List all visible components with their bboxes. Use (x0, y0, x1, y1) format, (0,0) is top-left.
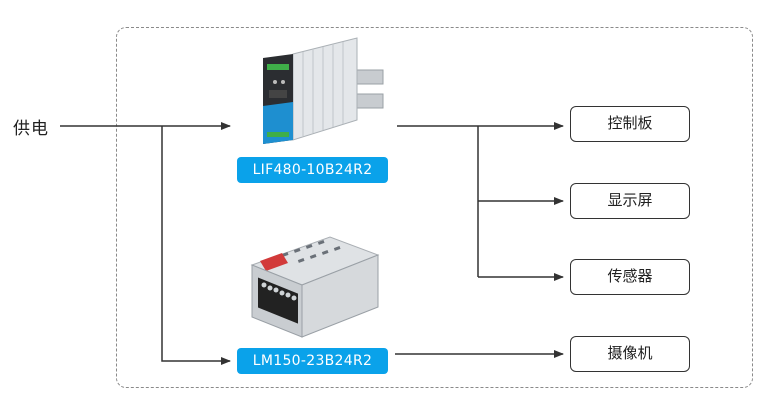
supply-label: 供电 (13, 119, 49, 139)
load-camera: 摄像机 (570, 336, 690, 372)
supply-to-lm-arrow (161, 126, 231, 365)
diagram-frame (116, 27, 753, 388)
din-rail-power-supply-image (263, 37, 384, 144)
load-display: 显示屏 (570, 183, 690, 219)
lif-model-badge: LIF480-10B24R2 (237, 157, 388, 183)
lm-model-badge: LM150-23B24R2 (237, 348, 388, 374)
load-control-board: 控制板 (570, 106, 690, 142)
load-sensor: 传感器 (570, 259, 690, 295)
enclosed-power-supply-image (250, 236, 380, 338)
